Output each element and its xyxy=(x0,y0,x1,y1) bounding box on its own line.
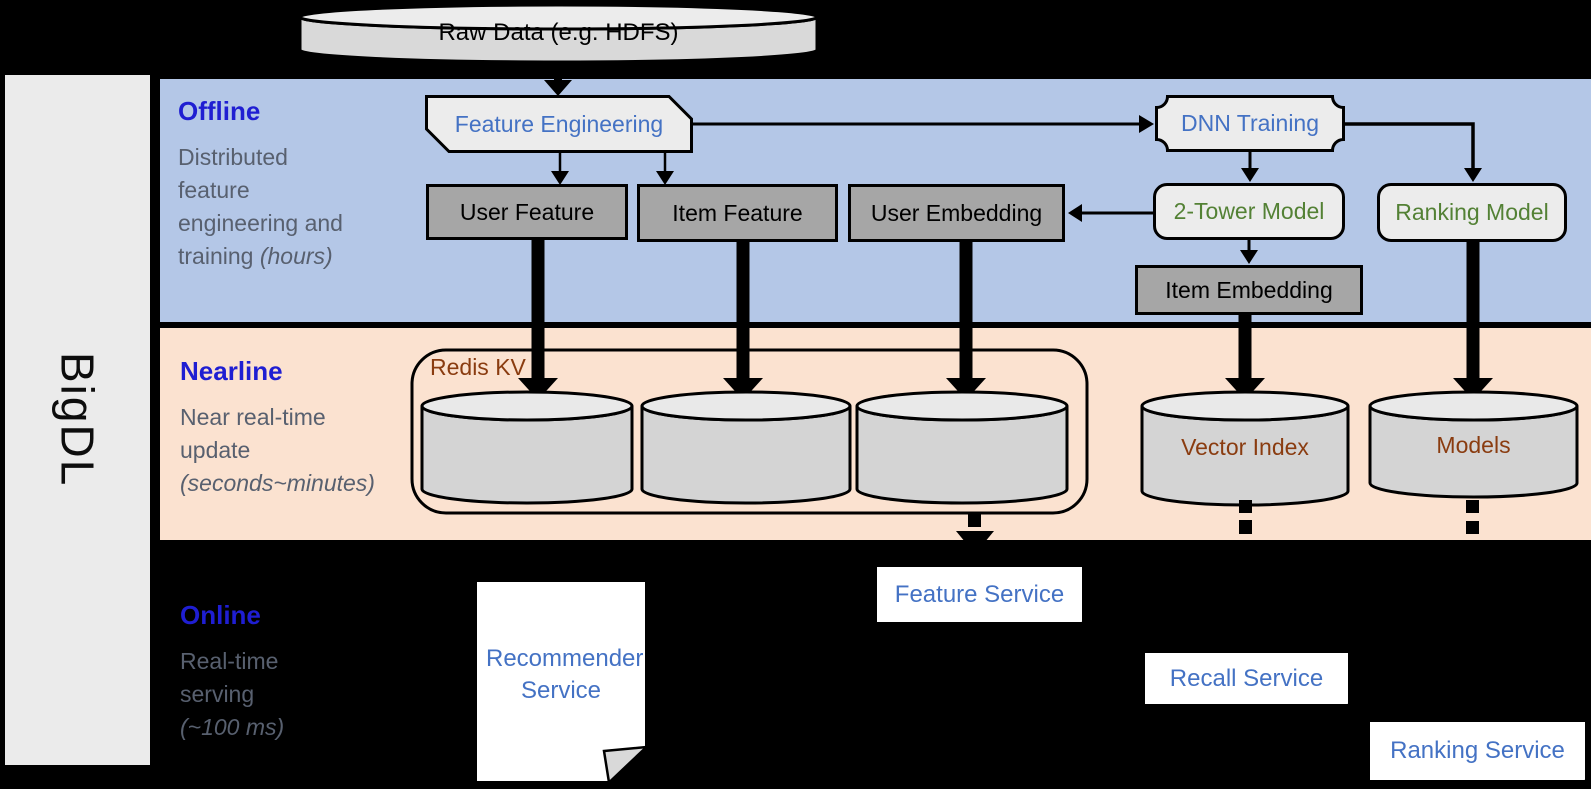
dnn-training-shape xyxy=(1155,95,1345,152)
item-embedding-node: Item Embedding xyxy=(1135,265,1363,315)
online-band xyxy=(160,540,1591,789)
feature-engineering-node: Feature Engineering xyxy=(425,95,693,153)
ranking-model-node: Ranking Model xyxy=(1377,183,1567,242)
nearline-title: Nearline xyxy=(180,356,283,386)
ranking-service-node: Ranking Service xyxy=(1370,722,1588,787)
bigdl-logo-text: BigDL xyxy=(51,352,104,488)
offline-band-label: Offline Distributed feature engineering … xyxy=(178,96,418,273)
item-feature-node: Item Feature xyxy=(637,184,838,242)
nearline-description: Near real-time update (seconds~minutes) xyxy=(180,404,375,496)
vector-index-label: Vector Index xyxy=(1181,434,1309,460)
user-feature-node: User Feature xyxy=(426,184,628,240)
online-title: Online xyxy=(180,600,261,630)
models-label: Models xyxy=(1436,432,1511,458)
user-embedding-node: User Embedding xyxy=(848,184,1065,242)
offline-title: Offline xyxy=(178,96,261,126)
recall-service-node: Recall Service xyxy=(1145,653,1351,711)
page-curl-icon xyxy=(1336,698,1351,711)
online-band-label: Online Real-time serving (~100 ms) xyxy=(180,600,420,744)
page-curl-icon xyxy=(1070,616,1085,629)
feature-service-node: Feature Service xyxy=(877,567,1085,629)
offline-description: Distributed feature engineering and trai… xyxy=(178,144,343,269)
nearline-band-label: Nearline Near real-time update (seconds~… xyxy=(180,356,420,500)
feature-engineering-shape xyxy=(425,95,693,153)
raw-data-label: Raw Data (e.g. HDFS) xyxy=(438,19,679,46)
redis-kv-label: Redis KV xyxy=(430,354,526,380)
document-shape xyxy=(474,579,648,784)
two-tower-model-node: 2-Tower Model xyxy=(1153,183,1345,240)
page-curl-icon xyxy=(1573,774,1588,787)
dnn-training-node: DNN Training xyxy=(1155,95,1345,152)
online-description: Real-time serving (~100 ms) xyxy=(180,648,285,740)
bigdl-sidebar: BigDL xyxy=(5,75,150,765)
recommender-service-node: Recommender Service xyxy=(474,579,648,784)
